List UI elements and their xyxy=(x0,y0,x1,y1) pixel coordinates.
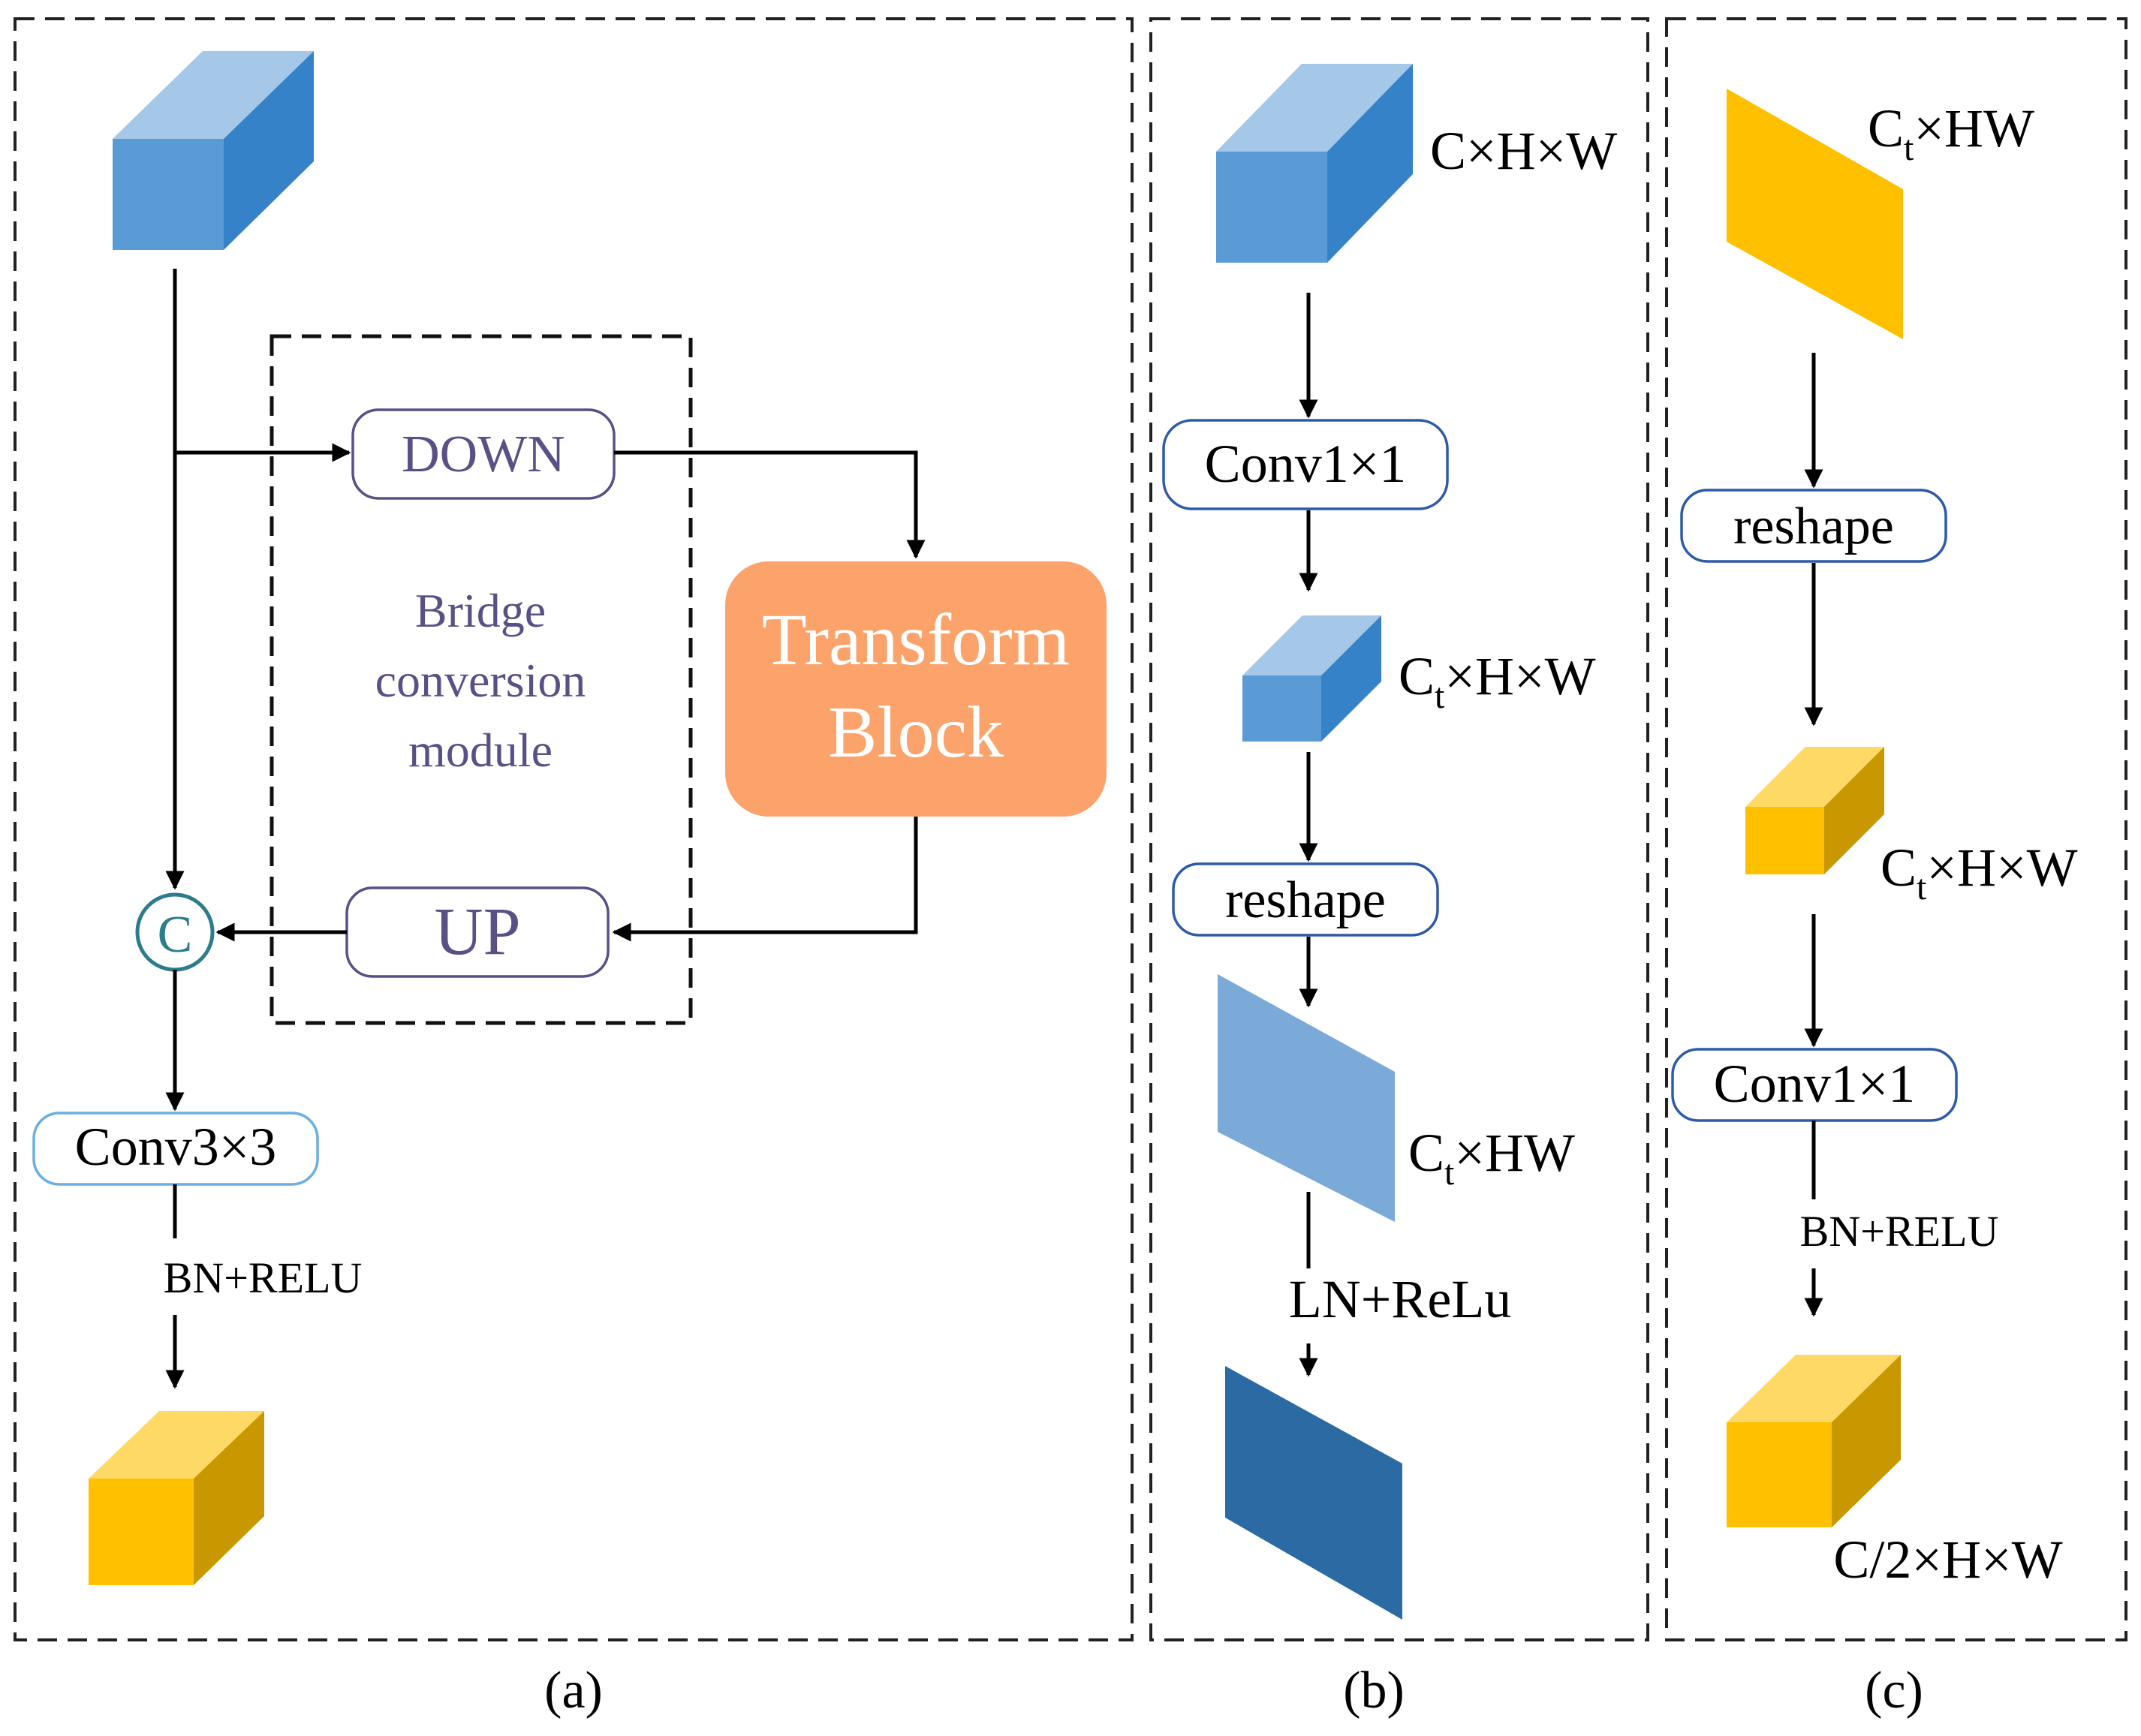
bridge-title-line-1: Bridge xyxy=(415,584,546,637)
input-dims-c: Ct×HW xyxy=(1868,98,2034,168)
panel-c-mid-cube xyxy=(1745,747,1884,874)
caption-b: (b) xyxy=(1343,1662,1405,1719)
bridge-module-box xyxy=(270,334,693,1025)
conv1x1-label-b: Conv1×1 xyxy=(1205,434,1407,494)
transform-label-line-2: Block xyxy=(828,692,1004,773)
reshape-label-b: reshape xyxy=(1225,871,1386,929)
bridge-title-line-2: conversion xyxy=(375,654,586,707)
cube-side-face xyxy=(224,51,314,250)
flat-tensor-light xyxy=(1218,974,1395,1222)
caption-c: (c) xyxy=(1865,1662,1923,1719)
cube-side-face xyxy=(1327,64,1413,263)
cube-top-face xyxy=(1216,64,1413,152)
up-label: UP xyxy=(434,895,520,969)
cube-front-face xyxy=(1727,1422,1832,1527)
cube-top-face xyxy=(89,1411,264,1479)
cube-side-face xyxy=(1832,1355,1901,1527)
flat-tensor-dark xyxy=(1225,1366,1402,1620)
cube-front-face xyxy=(113,139,224,250)
flat-tensor-gold xyxy=(1727,89,1903,339)
reshape-box-c xyxy=(1680,489,1947,563)
cube-front-face xyxy=(1242,675,1321,742)
panel-c-border xyxy=(1665,17,2127,1641)
panel-c-output-cube xyxy=(1727,1355,1901,1527)
panel-a-output-cube xyxy=(89,1411,264,1585)
cube-side-face xyxy=(194,1411,264,1585)
panel-b-border xyxy=(1149,17,1649,1641)
caption-a: (a) xyxy=(544,1662,603,1719)
panel-a-border xyxy=(14,17,1134,1641)
down-label: DOWN xyxy=(402,426,565,483)
panel-b-input-cube xyxy=(1216,64,1413,263)
conv1x1-label-c: Conv1×1 xyxy=(1714,1054,1916,1114)
conv3x3-label: Conv3×3 xyxy=(75,1117,277,1177)
bn-relu-label-c: BN+RELU xyxy=(1800,1207,1999,1256)
mid-dims-b: Ct×H×W xyxy=(1399,646,1596,716)
ln-relu-label-b: LN+ReLu xyxy=(1289,1269,1512,1329)
flat-dims-b: Ct×HW xyxy=(1408,1123,1575,1193)
cube-side-face xyxy=(1321,615,1381,742)
cube-top-face xyxy=(113,51,314,139)
panel-a-input-cube xyxy=(113,51,314,250)
arrow-transform-to-up xyxy=(612,817,918,942)
cube-front-face xyxy=(89,1479,194,1585)
input-dims-b: C×H×W xyxy=(1430,121,1617,181)
mid-dims-c: Ct×H×W xyxy=(1881,838,2078,907)
cube-front-face xyxy=(1745,807,1824,874)
bn-relu-label-a: BN+RELU xyxy=(164,1253,363,1302)
cube-front-face xyxy=(1216,152,1327,263)
panel-b-mid-cube xyxy=(1242,615,1381,742)
bridge-title-line-3: module xyxy=(408,724,553,777)
arrow-down-to-transform xyxy=(614,450,926,559)
cube-top-face xyxy=(1242,615,1381,675)
cube-top-face xyxy=(1727,1355,1901,1422)
cube-top-face xyxy=(1745,747,1884,807)
reshape-box-b xyxy=(1172,862,1439,937)
transform-label-line-1: Transform xyxy=(762,600,1070,681)
cube-side-face xyxy=(1824,747,1884,874)
conv1x1-box-b xyxy=(1162,419,1449,510)
reshape-label-c: reshape xyxy=(1733,498,1894,555)
output-dims-c: C/2×H×W xyxy=(1833,1530,2062,1590)
transform-block xyxy=(725,561,1107,817)
concat-label: C xyxy=(158,906,193,964)
